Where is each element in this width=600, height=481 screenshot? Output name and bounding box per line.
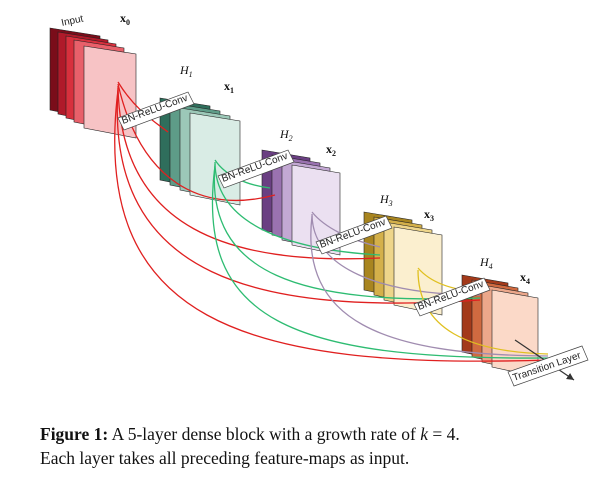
output-label-x4: x4 [520, 270, 530, 286]
feature-map-stack-x0 [49, 27, 137, 139]
connection-x0-to-H4 [116, 87, 481, 304]
layer-label-H1: H1 [179, 63, 193, 79]
connection-x0-to-transition [114, 89, 549, 362]
feature-map-stack-x2 [261, 149, 341, 256]
output-label-x0: x0 [120, 11, 130, 27]
output-label-x2: x2 [326, 142, 336, 158]
caption-text: A 5-layer dense block with a growth rate… [111, 424, 416, 444]
dense-connections [114, 81, 549, 362]
layer-label-H4: H4 [479, 255, 493, 271]
layer-label-H3: H3 [379, 192, 393, 208]
feature-map-stack-x1 [159, 97, 241, 206]
connection-x2-to-transition [310, 215, 549, 357]
output-label-x3: x3 [424, 207, 434, 223]
layer-label-H2: H2 [279, 127, 293, 143]
figure-caption: Figure 1: A 5-layer dense block with a g… [40, 422, 580, 470]
caption-equals: = [432, 424, 443, 444]
connection-x0-to-H3 [117, 85, 381, 260]
caption-line-2: Each layer takes all preceding feature-m… [40, 448, 410, 468]
output-label-x1: x1 [224, 79, 234, 95]
connection-x1-to-H4 [213, 163, 481, 300]
input-label: Input [60, 14, 84, 29]
caption-k-symbol: k [420, 424, 429, 444]
connection-x3-to-transition [417, 269, 549, 355]
connection-x1-to-transition [211, 165, 549, 359]
caption-label: Figure 1: [40, 424, 109, 444]
caption-k-value: 4. [446, 424, 460, 444]
dense-block-diagram: BN-ReLU-Conv BN-ReLU-Conv BN-ReLU-Conv B… [49, 11, 589, 387]
connection-x1-to-H3 [214, 161, 381, 256]
